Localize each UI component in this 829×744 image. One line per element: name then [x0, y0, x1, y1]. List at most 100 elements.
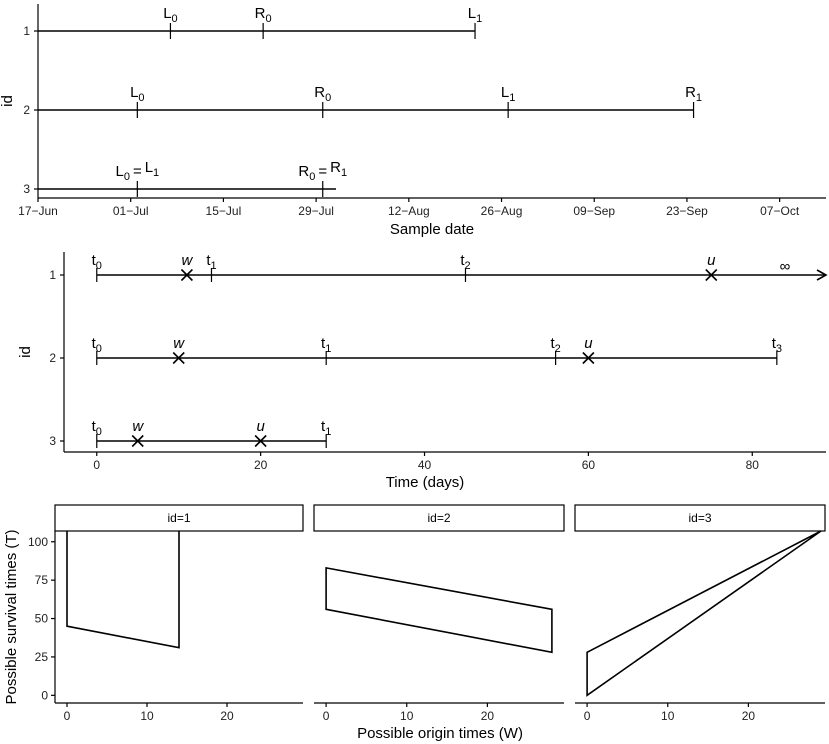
- time-tick-label-main: t: [772, 335, 777, 352]
- cross-label: u: [707, 252, 716, 269]
- mark-label-main: L: [130, 84, 138, 101]
- x-tick-label: 0: [323, 709, 330, 723]
- x-tick-label: 20: [254, 458, 268, 472]
- mark-label-main: R: [314, 84, 325, 101]
- mark-label-sub: 1: [509, 92, 515, 104]
- x-tick-label: 23−Sep: [666, 204, 708, 218]
- time-tick-label-main: t: [460, 252, 465, 269]
- x-tick-label: 0: [584, 709, 591, 723]
- cross-mark: [582, 351, 595, 365]
- x-tick-label: 15−Jul: [206, 204, 242, 218]
- x-tick-label: 12−Aug: [388, 204, 430, 218]
- mark-label-sub: 0: [325, 92, 331, 104]
- mark-label-part: =: [130, 163, 145, 180]
- time-tick-label-sub: 0: [96, 343, 102, 355]
- mark-label-sub: 0: [172, 13, 178, 25]
- cross-label: u: [584, 335, 593, 352]
- cross-mark: [180, 268, 193, 282]
- cross-label: w: [173, 335, 185, 352]
- x-axis-title: Sample date: [390, 221, 474, 238]
- y-tick-label: 3: [23, 182, 30, 196]
- x-tick-label: 10: [661, 709, 675, 723]
- arrow-head: [816, 269, 828, 281]
- time-tick-label-sub: 2: [555, 343, 561, 355]
- mark-label: R1: [685, 84, 702, 104]
- mark-label: R0 = R1: [298, 159, 347, 183]
- time-tick-label: t2: [460, 252, 470, 272]
- mark-label: L0: [163, 5, 177, 25]
- x-tick-label: 0: [64, 709, 71, 723]
- y-tick-label: 1: [49, 268, 56, 282]
- time-tick-label-main: t: [92, 418, 97, 435]
- cross-mark: [172, 351, 185, 365]
- time-tick-label-sub: 3: [776, 343, 782, 355]
- mark-label-part: =: [315, 163, 330, 180]
- facet-strip-label: id=2: [427, 511, 450, 525]
- feasible-region: [586, 530, 822, 697]
- facet-strip: [574, 504, 826, 532]
- y-tick-label: 100: [28, 535, 48, 549]
- time-tick-label-main: t: [92, 335, 97, 352]
- mark-label: L0: [130, 84, 144, 104]
- time-tick-label: t1: [321, 335, 331, 355]
- x-tick-label: 80: [746, 458, 760, 472]
- mark-label-main: L: [468, 5, 476, 22]
- x-tick-label: 20: [481, 709, 495, 723]
- mark-label: L1: [468, 5, 482, 25]
- x-tick-label: 10: [400, 709, 414, 723]
- time-tick-label: t1: [206, 252, 216, 272]
- facet-strip-label: id=1: [167, 511, 190, 525]
- time-tick-label-sub: 0: [96, 426, 102, 438]
- y-tick-label: 1: [23, 24, 30, 38]
- time-tick-label-sub: 1: [211, 260, 217, 272]
- mark-label: L1: [501, 84, 515, 104]
- y-tick-label: 2: [23, 103, 30, 117]
- y-tick-label: 3: [49, 434, 56, 448]
- time-tick-label: t2: [550, 335, 560, 355]
- facet-strip-label: id=3: [688, 511, 711, 525]
- time-tick-label-main: t: [206, 252, 211, 269]
- mark-label-sub: 1: [696, 92, 702, 104]
- facet-strip: [54, 504, 304, 532]
- y-tick-label: 50: [35, 612, 49, 626]
- time-tick-label-main: t: [321, 335, 326, 352]
- x-tick-label: 20: [220, 709, 234, 723]
- x-tick-label: 20: [742, 709, 756, 723]
- mark-label: R0: [255, 5, 272, 25]
- x-tick-label: 26−Aug: [481, 204, 523, 218]
- time-tick-label-sub: 1: [325, 426, 331, 438]
- cross-label: w: [181, 252, 193, 269]
- cross-label: w: [132, 418, 144, 435]
- mark-label-main: R: [685, 84, 696, 101]
- y-axis-title: id: [17, 346, 34, 358]
- x-tick-label: 01−Jul: [113, 204, 149, 218]
- time-tick-label-main: t: [550, 335, 555, 352]
- y-tick-label: 2: [49, 351, 56, 365]
- x-tick-label: 10: [140, 709, 154, 723]
- y-tick-label: 75: [35, 573, 49, 587]
- mark-label-main: L: [163, 5, 171, 22]
- time-tick-label: t0: [92, 335, 102, 355]
- mark-label-sub: 1: [476, 13, 482, 25]
- time-tick-label-sub: 2: [465, 260, 471, 272]
- y-tick-label: 25: [35, 650, 49, 664]
- cross-mark: [254, 434, 267, 448]
- infinity-label: ∞: [780, 258, 791, 275]
- mark-label-sub: 0: [138, 92, 144, 104]
- mark-label-main: R: [255, 5, 266, 22]
- x-tick-label: 07−Oct: [760, 204, 800, 218]
- mark-label-main: L: [501, 84, 509, 101]
- time-tick-label-main: t: [321, 418, 326, 435]
- mark-label-sub: 0: [266, 13, 272, 25]
- feasible-region: [325, 566, 553, 654]
- mark-label-part: 1: [153, 167, 159, 179]
- x-tick-label: 09−Sep: [573, 204, 615, 218]
- facet-strip: [313, 504, 565, 532]
- mark-label-part: 0: [124, 171, 130, 183]
- mark-label-part: R: [330, 159, 341, 176]
- mark-label-part: L: [145, 159, 153, 176]
- x-tick-label: 0: [93, 458, 100, 472]
